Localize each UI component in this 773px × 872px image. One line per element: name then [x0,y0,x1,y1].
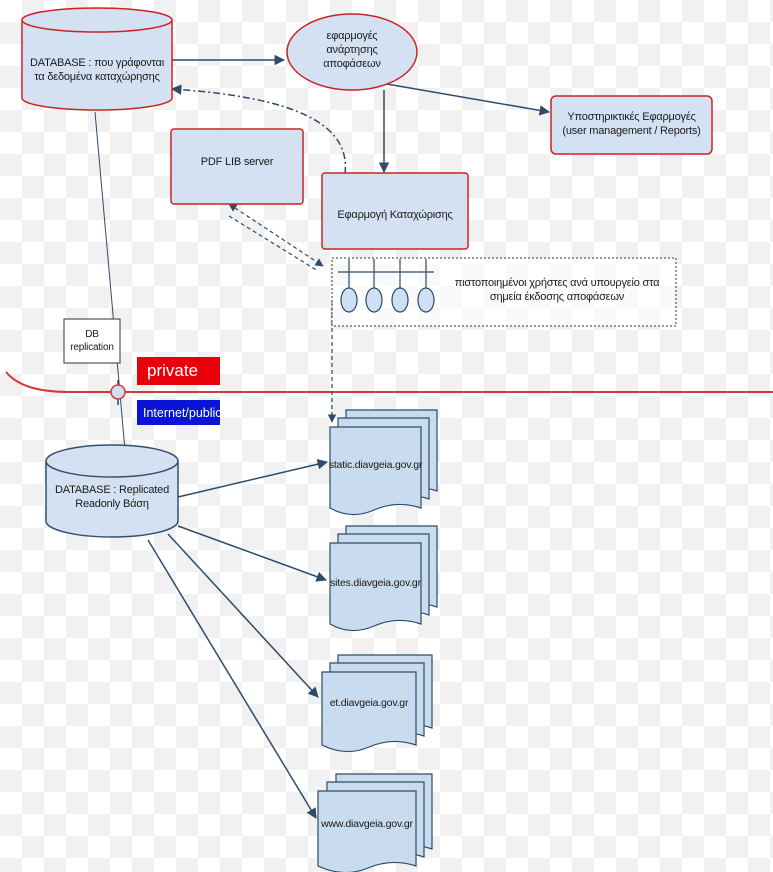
site-static-node [329,409,438,516]
site-static-label: static.diavgeia.gov.gr [328,459,423,471]
pdf-lib-node [170,128,304,205]
private-zone-tag: private [137,357,220,385]
edge-replica-to-static [177,459,329,498]
certified-users-group [331,257,677,327]
db-replicated-label: DATABASE : Replicated Readonly Βάση [55,484,169,510]
registration-app-node [321,172,469,250]
edge-replica-to-www [147,539,317,819]
public-zone-tag: Internet/public [137,400,222,425]
site-sites-label: sites.diavgeia.gov.gr [330,577,421,589]
edge-replica-to-sites [177,525,327,582]
db-replicated-node [45,444,179,538]
db-write-label: DATABASE : που γράφονται τα δεδομένα κατ… [30,57,164,83]
db-replication-box [63,318,121,364]
db-write-node [21,7,173,111]
site-et-label: et.diavgeia.gov.gr [329,697,409,709]
edge-pdf-to-users [228,203,324,267]
support-apps-node [550,95,713,155]
edge-replica-to-et [167,533,319,698]
site-www-label: www.diavgeia.gov.gr [321,818,413,830]
edge-registration-to-db [170,84,347,175]
site-sites-node [329,525,438,632]
certified-users-label: πιστοποιημένοι χρήστες ανά υπουργείο στα… [454,277,660,303]
publish-apps-node [286,13,418,91]
db-replication-label: DB replication [70,329,114,353]
registration-app-label: Εφαρμογή Καταχώρισης [337,209,453,221]
network-boundary-line [5,371,773,393]
user-icon [417,287,435,313]
support-apps-label: Υποστηρικτικές Εφαρμογές (user managemen… [562,111,701,137]
site-et-node [321,654,433,753]
edge-pdf-to-users-2 [228,215,319,272]
pdf-lib-label: PDF LIB server [200,156,274,168]
user-icon [391,287,409,313]
user-icon [340,287,358,313]
site-www-node [317,773,433,872]
publish-apps-label: εφαρμογές ανάρτησης αποφάσεων [323,30,381,70]
replication-node-circle [110,384,126,400]
user-icon [365,287,383,313]
